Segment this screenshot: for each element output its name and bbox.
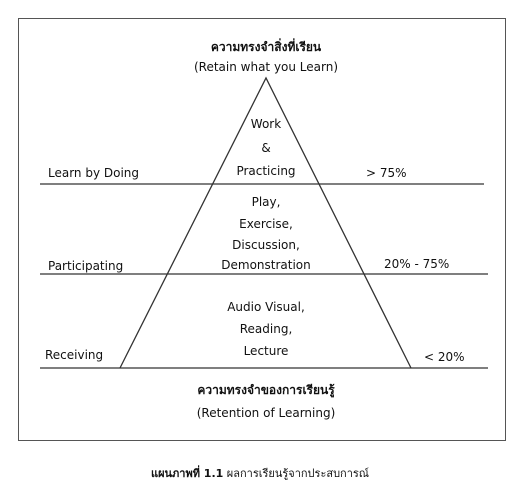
activity-exercise: Exercise, xyxy=(239,217,293,231)
diagram-frame xyxy=(18,18,506,441)
activity-demonstration: Demonstration xyxy=(221,258,311,272)
activity-play: Play, xyxy=(251,195,281,209)
activity-lecture: Lecture xyxy=(243,344,289,358)
figure-caption-label: แผนภาพที่ 1.1 xyxy=(150,467,224,480)
top-title-english: (Retain what you Learn) xyxy=(193,60,339,74)
figure-caption: แผนภาพที่ 1.1 ผลการเรียนรู้จากประสบการณ์ xyxy=(151,464,369,482)
activity-practicing: Practicing xyxy=(236,164,296,178)
activity-work: Work xyxy=(250,117,282,131)
activity-audio-visual: Audio Visual, xyxy=(227,300,305,314)
percent-participating: 20% - 75% xyxy=(384,257,450,271)
bottom-title-english: (Retention of Learning) xyxy=(196,406,336,420)
pyramid-outline xyxy=(119,76,412,369)
percent-receiving: < 20% xyxy=(424,350,465,364)
figure-caption-text: ผลการเรียนรู้จากประสบการณ์ xyxy=(226,467,370,480)
level-label-receiving: Receiving xyxy=(45,348,104,362)
top-title-thai: ความทรงจำสิ่งที่เรียน xyxy=(210,40,322,54)
activity-discussion: Discussion, xyxy=(232,238,300,252)
activity-ampersand: & xyxy=(261,141,271,155)
level-label-participating: Participating xyxy=(48,259,124,273)
level-label-learn-by-doing: Learn by Doing xyxy=(48,166,140,180)
bottom-title-thai: ความทรงจำของการเรียนรู้ xyxy=(197,383,335,397)
activity-reading: Reading, xyxy=(239,322,293,336)
percent-learn-by-doing: > 75% xyxy=(366,166,407,180)
